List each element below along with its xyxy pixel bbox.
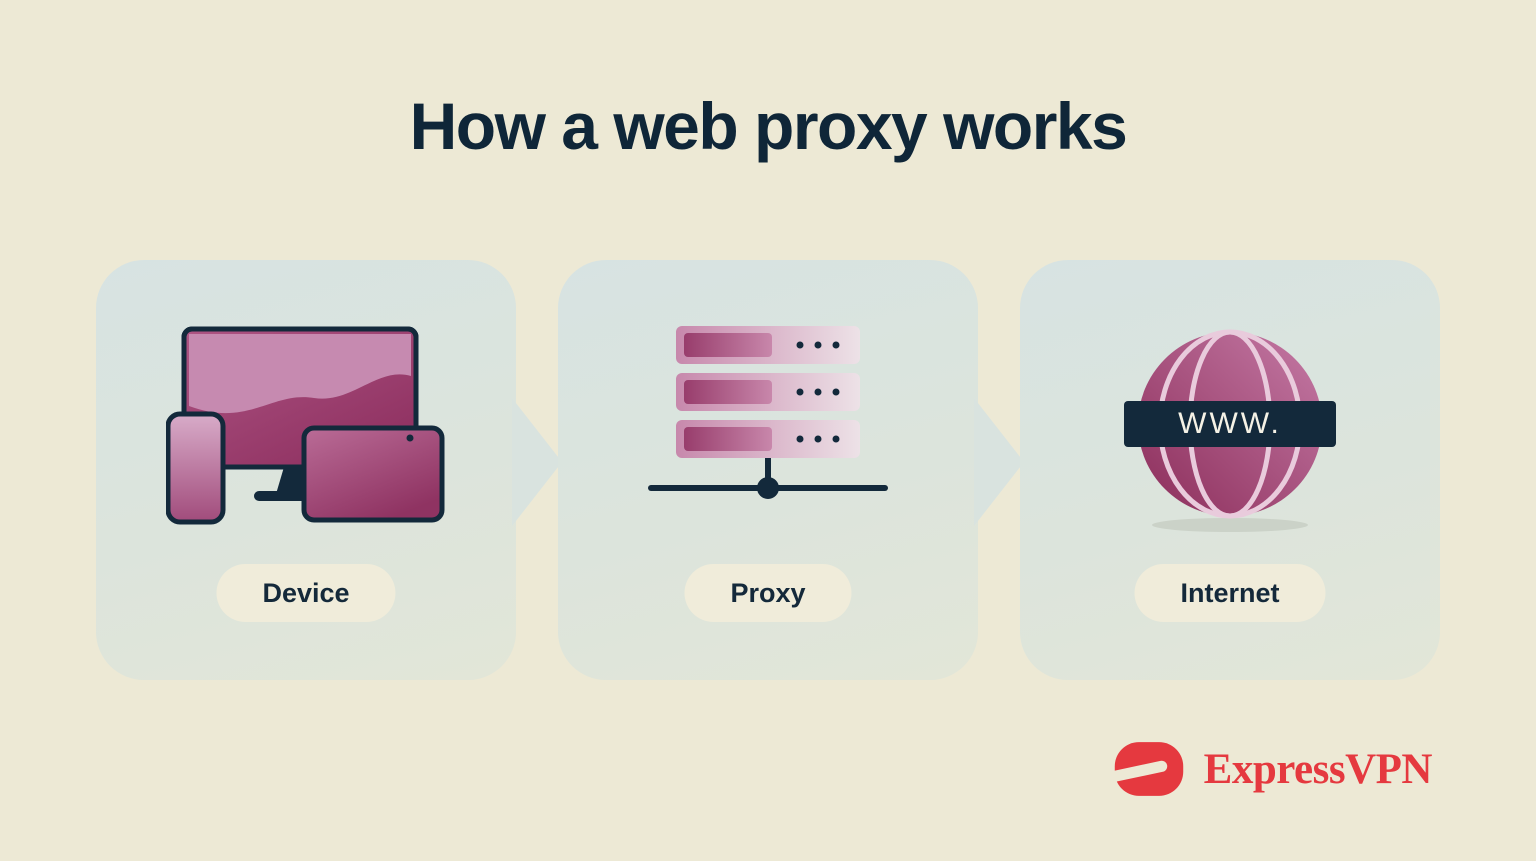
network-node-dot bbox=[757, 477, 779, 499]
proxy-illustration bbox=[648, 326, 888, 499]
server-bar-3 bbox=[676, 420, 860, 458]
server-bar-2 bbox=[676, 373, 860, 411]
tablet bbox=[301, 425, 445, 523]
arrow-right-icon bbox=[974, 398, 1024, 526]
card-internet: WWW. Internet bbox=[1020, 260, 1440, 680]
globe-icon: WWW. bbox=[1124, 326, 1336, 539]
device-label: Device bbox=[262, 578, 350, 608]
expressvpn-logo: ExpressVPN bbox=[1111, 738, 1433, 800]
page-title: How a web proxy works bbox=[409, 89, 1128, 163]
devices-icon bbox=[165, 326, 446, 531]
phone bbox=[165, 411, 226, 525]
server-bar-1 bbox=[676, 326, 860, 364]
monitor-screen-wave bbox=[189, 334, 411, 414]
devices-illustration bbox=[165, 326, 445, 525]
www-banner-text: WWW. bbox=[1178, 407, 1282, 440]
proxy-server-icon bbox=[648, 326, 888, 517]
globe-shadow bbox=[1152, 518, 1308, 532]
expressvpn-icon bbox=[1111, 742, 1183, 796]
cards-row: Device bbox=[96, 260, 1440, 680]
tablet-camera-dot bbox=[406, 434, 414, 442]
card-device: Device bbox=[96, 260, 562, 680]
expressvpn-wordmark: ExpressVPN bbox=[1203, 745, 1433, 793]
device-label-pill: Device bbox=[216, 564, 396, 622]
proxy-label: Proxy bbox=[730, 578, 806, 608]
internet-illustration: WWW. bbox=[1124, 329, 1336, 532]
internet-label-pill: Internet bbox=[1134, 564, 1326, 622]
proxy-label-pill: Proxy bbox=[684, 564, 852, 622]
arrow-right-icon bbox=[512, 398, 562, 526]
internet-label: Internet bbox=[1180, 578, 1280, 608]
www-banner bbox=[1124, 401, 1336, 447]
card-proxy: Proxy bbox=[558, 260, 1024, 680]
